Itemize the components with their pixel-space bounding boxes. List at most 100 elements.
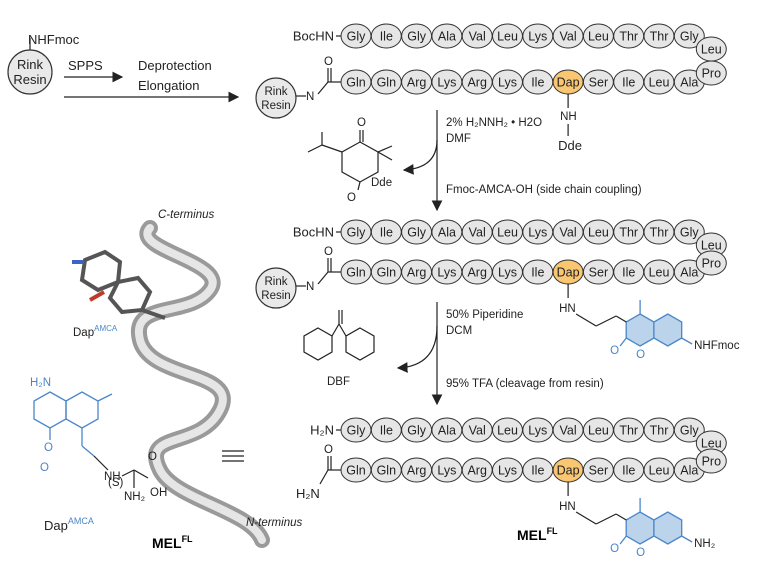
dde-ketone-o: O xyxy=(357,117,366,129)
residue-label: Lys xyxy=(437,464,456,478)
residue-label: Thr xyxy=(619,226,638,240)
residue-label: Thr xyxy=(619,424,638,438)
residue-bottom-2: Gln xyxy=(370,457,402,483)
dde-removal-arrow xyxy=(402,139,438,175)
dde-byproduct-label: Dde xyxy=(371,177,392,189)
residue-label: Lys xyxy=(528,30,547,44)
residue-label: Ile xyxy=(380,30,393,44)
residue-label: Gly xyxy=(680,30,700,44)
deprotection-label: Deprotection xyxy=(138,58,212,73)
residue-top-8: Val xyxy=(552,219,584,245)
dbf-byproduct-structure: DBF xyxy=(303,310,375,388)
residue-label: Lys xyxy=(528,424,547,438)
resin-n: N xyxy=(306,281,314,293)
residue-bottom-8: Dap xyxy=(552,457,584,483)
residue-label: Gly xyxy=(407,226,427,240)
dde-lower-o: O xyxy=(347,192,356,204)
amca-ring-a xyxy=(625,511,655,545)
residue-top-2: Ile xyxy=(370,417,402,443)
amide-oxygen: O xyxy=(324,444,333,456)
residue-label: Ile xyxy=(622,266,635,280)
residue-top-7: Lys xyxy=(522,219,554,245)
residue-top-5: Val xyxy=(461,23,493,49)
residue-label: Val xyxy=(469,226,486,240)
residue-turn-1: Leu xyxy=(695,232,727,258)
residue-bottom-10: Ile xyxy=(613,259,645,285)
residue-bottom-2: Gln xyxy=(370,69,402,95)
residue-bubble xyxy=(695,250,727,276)
mel-fl-label-left: MELFL xyxy=(152,534,193,551)
dde-protecting-group: Dde xyxy=(558,138,582,153)
residue-label: Ile xyxy=(622,464,635,478)
residue-bottom-9: Ser xyxy=(582,259,614,285)
residue-top-12: Gly xyxy=(673,417,705,443)
rink-resin-bead xyxy=(7,49,53,95)
amca-ring-o: O xyxy=(636,547,645,559)
residue-label: Val xyxy=(560,226,577,240)
amide-oxygen: O xyxy=(324,56,333,68)
residue-bubble xyxy=(673,417,705,443)
residue-top-3: Gly xyxy=(401,23,433,49)
residue-bottom-6: Lys xyxy=(492,457,523,483)
residue-label: Arg xyxy=(467,464,487,478)
residue-top-1: Gly xyxy=(340,417,372,443)
residue-label: Leu xyxy=(588,30,609,44)
acid-o: O xyxy=(148,451,157,463)
step1-solvent: DMF xyxy=(446,133,471,145)
residue-label: Lys xyxy=(437,76,456,90)
residue-bottom-6: Lys xyxy=(492,259,523,285)
residue-label: Val xyxy=(469,424,486,438)
residue-bottom-9: Ser xyxy=(582,69,614,95)
rink-label: Rink xyxy=(17,57,44,72)
spps-label: SPPS xyxy=(68,58,103,73)
residue-bottom-4: Lys xyxy=(431,457,463,483)
residue-top-7: Lys xyxy=(522,417,554,443)
residue-bubble xyxy=(673,23,705,49)
residue-label: Gly xyxy=(680,424,700,438)
residue-turn-2: Pro xyxy=(695,250,727,276)
residue-label: Ala xyxy=(438,226,456,240)
residue-bottom-8: Dap xyxy=(552,259,584,285)
step3-reagent: 50% Piperidine xyxy=(446,309,523,321)
alpha-amine: NH₂ xyxy=(124,491,145,503)
residue-label: Leu xyxy=(497,226,518,240)
elongation-label: Elongation xyxy=(138,78,199,93)
residue-top-1: Gly xyxy=(340,219,372,245)
residue-label: Ile xyxy=(380,226,393,240)
residue-top-3: Gly xyxy=(401,417,433,443)
residue-bottom-3: Arg xyxy=(401,457,433,483)
residue-top-6: Leu xyxy=(492,417,523,443)
c-terminal-amide: H₂N xyxy=(296,486,320,501)
residue-bottom-11: Leu xyxy=(643,457,675,483)
residue-label: Thr xyxy=(650,226,669,240)
residue-label: Dap xyxy=(557,76,580,90)
reaction-steps: 2% H₂NNH₂ • H2O DMF Fmoc-AMCA-OH (side c… xyxy=(396,110,642,406)
residue-bottom-9: Ser xyxy=(582,457,614,483)
residue-bottom-8: Dap xyxy=(552,69,584,95)
residue-label: Ala xyxy=(438,424,456,438)
dap-amca-label-3d: DapAMCA xyxy=(73,324,118,339)
resin-n: N xyxy=(306,91,314,103)
residue-label: Pro xyxy=(702,455,722,469)
step2-reagent: Fmoc-AMCA-OH (side chain coupling) xyxy=(446,184,642,196)
residue-label: Arg xyxy=(467,76,487,90)
residue-turn-2: Pro xyxy=(695,60,727,86)
residue-top-9: Leu xyxy=(582,219,614,245)
resin-label: Resin xyxy=(261,290,290,302)
dap-side-hn: HN xyxy=(559,303,576,315)
residue-top-7: Lys xyxy=(522,23,554,49)
residue-label: Ile xyxy=(380,424,393,438)
residue-label: Ile xyxy=(531,76,544,90)
rink-label: Rink xyxy=(264,276,287,288)
dap-side-nh: NH xyxy=(560,111,577,123)
residue-top-10: Thr xyxy=(613,23,645,49)
residue-bottom-7: Ile xyxy=(522,69,554,95)
residue-top-4: Ala xyxy=(431,417,463,443)
amca-ring-b xyxy=(653,313,683,347)
residue-label: Gln xyxy=(346,464,366,478)
n-terminus-label: N-terminus xyxy=(246,517,302,529)
residue-bottom-5: Arg xyxy=(461,457,493,483)
